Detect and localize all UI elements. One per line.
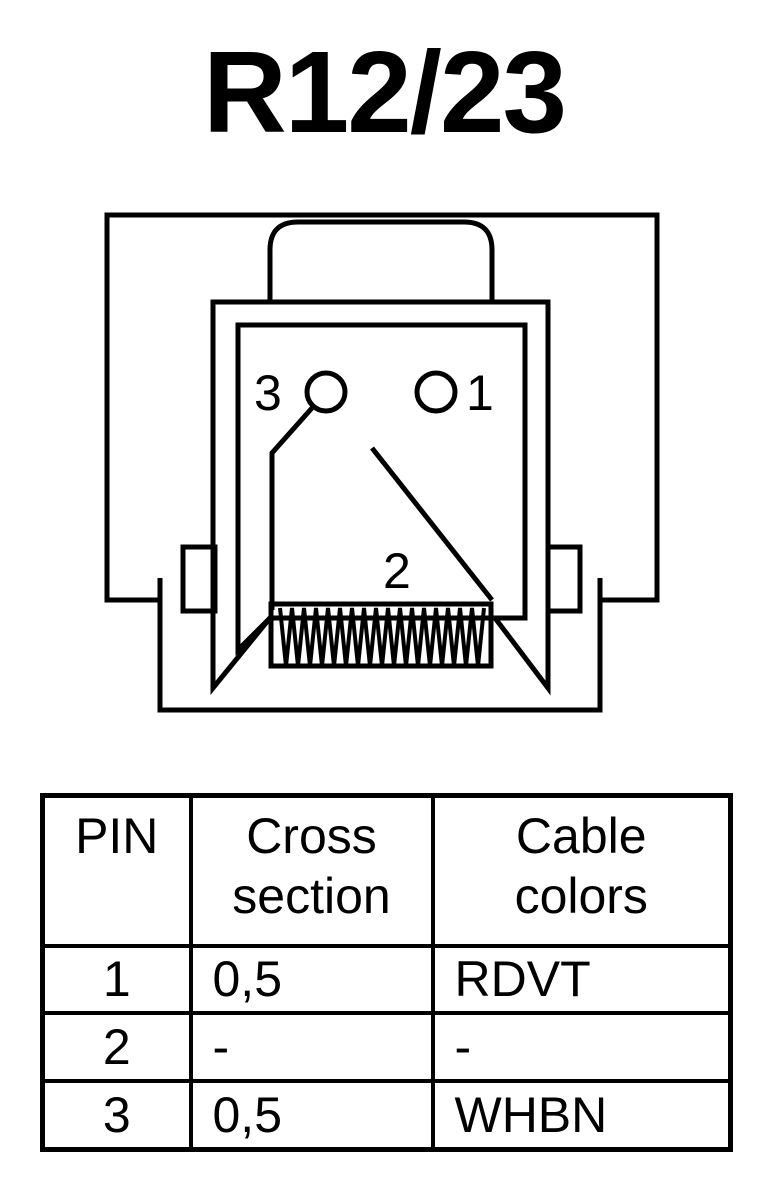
cell-cable-colors: WHBN (430, 1079, 733, 1152)
pin-1-contact (414, 370, 458, 414)
table-row: 3 0,5 WHBN (40, 1079, 733, 1152)
pin-label-1: 1 (466, 365, 494, 421)
cell-cross-section: - (188, 1011, 435, 1084)
table-header-row: PIN Cross section Cable colors (40, 793, 733, 948)
right-latch (545, 544, 583, 614)
cell-cross-section: 0,5 (188, 943, 435, 1016)
pin-label-3: 3 (254, 365, 282, 421)
header-cable-colors: Cable colors (430, 793, 733, 948)
header-pin: PIN (40, 793, 193, 948)
cell-cable-colors: - (430, 1011, 733, 1084)
strain-relief-spring (278, 607, 486, 667)
pin-label-2: 2 (383, 543, 411, 599)
cell-cross-section: 0,5 (188, 1079, 435, 1152)
cell-pin: 2 (40, 1011, 193, 1084)
top-tab (267, 219, 495, 302)
pin-table: PIN Cross section Cable colors 1 0,5 RDV… (40, 793, 733, 1152)
outer-insert (210, 299, 551, 696)
table-row: 1 0,5 RDVT (40, 943, 733, 1016)
base-frame (157, 578, 603, 713)
outer-housing (104, 212, 660, 603)
table-row: 2 - - (40, 1011, 733, 1084)
connector-diagram: 3 1 2 (104, 212, 660, 713)
cell-cable-colors: RDVT (430, 943, 733, 1016)
header-cross-section: Cross section (188, 793, 435, 948)
page-title: R12/23 (202, 27, 567, 157)
pin-3-contact (304, 370, 348, 414)
cell-pin: 1 (40, 943, 193, 1016)
pin-2-wire (370, 446, 494, 602)
cell-pin: 3 (40, 1079, 193, 1152)
pin-3-wire (269, 406, 314, 610)
left-latch (180, 544, 218, 614)
